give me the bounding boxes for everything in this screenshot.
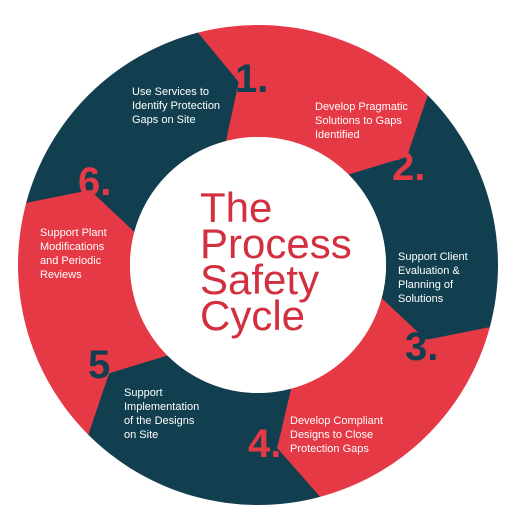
segment-4-number: 4. — [248, 422, 281, 466]
segment-2-number: 2. — [392, 145, 425, 189]
cycle-segment-3 — [277, 298, 490, 498]
cycle-segment-5 — [17, 190, 168, 435]
segment-5-line-1: Support — [124, 387, 163, 399]
segment-1-label: 1. Use Services to Identify Protection G… — [132, 57, 268, 126]
segment-2-label: Develop Pragmatic Solutions to Gaps Iden… — [315, 101, 425, 189]
segment-3-number: 3. — [405, 325, 438, 369]
segment-5-line-2: Implementation — [124, 401, 199, 413]
segment-6-number: 6. — [78, 160, 111, 204]
segment-5-label: 5. Support Implementation of the Designs… — [88, 343, 199, 441]
title-line-2: Process — [200, 220, 352, 267]
cycle-segments — [17, 25, 499, 505]
segment-6-line-4: Reviews — [40, 269, 82, 281]
segment-6-line-3: and Periodic — [40, 255, 102, 267]
segment-2-line-2: Solutions to Gaps — [315, 115, 402, 127]
segment-5-line-3: of the Designs — [124, 415, 195, 427]
segment-5-number: 5. — [88, 343, 121, 387]
segment-5-line-4: on Site — [124, 429, 158, 441]
cycle-segment-1 — [195, 25, 430, 176]
cycle-segment-4 — [86, 354, 321, 505]
segment-6-line-1: Support Plant — [40, 227, 107, 239]
segment-3-line-2: Evaluation & — [398, 265, 460, 277]
segment-3-label: Support Client Evaluation & Planning of … — [398, 251, 468, 369]
cycle-segment-2 — [348, 95, 499, 340]
title-line-4: Cycle — [200, 292, 305, 339]
segment-3-line-3: Planning of — [398, 279, 454, 291]
segment-1-number: 1. — [235, 57, 268, 101]
cycle-title: The Process Safety Cycle — [200, 184, 352, 339]
segment-6-line-2: Modifications — [40, 241, 105, 253]
title-line-1: The — [200, 184, 272, 231]
segment-1-line-3: Gaps on Site — [132, 114, 196, 126]
segment-4-line-3: Protection Gaps — [290, 443, 369, 455]
cycle-segment-6 — [26, 32, 239, 232]
title-line-3: Safety — [200, 256, 319, 303]
segment-3-line-1: Support Client — [398, 251, 468, 263]
segment-4-label: 4. Develop Compliant Designs to Close Pr… — [248, 415, 383, 466]
segment-4-line-2: Designs to Close — [290, 429, 373, 441]
center-circle — [130, 137, 386, 393]
segment-2-line-3: Identified — [315, 129, 360, 141]
segment-6-label: 6. Support Plant Modifications and Perio… — [40, 160, 111, 281]
segment-1-line-1: Use Services to — [132, 86, 209, 98]
segment-2-line-1: Develop Pragmatic — [315, 101, 408, 113]
segment-3-line-4: Solutions — [398, 293, 444, 305]
segment-1-line-2: Identify Protection — [132, 100, 220, 112]
segment-4-line-1: Develop Compliant — [290, 415, 383, 427]
